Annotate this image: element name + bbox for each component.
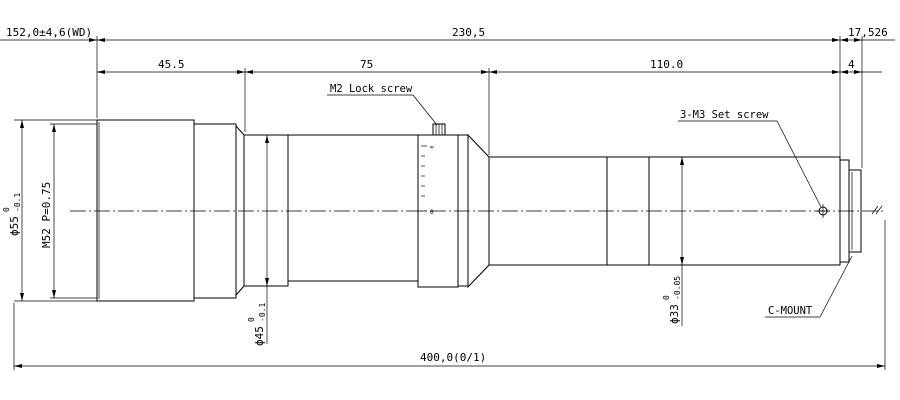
wd-dimension: 152,0±4,6(WD) — [6, 26, 92, 39]
rear-diameter-lower-tol: -0.05 — [673, 276, 682, 300]
mid-diameter-lower-tol: -0.1 — [258, 303, 267, 322]
front-barrel — [96, 119, 195, 302]
bottom-dimension: 400,0(0/1) — [13, 220, 886, 370]
outer-diameter-lower-tol: -0.1 — [13, 193, 22, 212]
rear-diameter-label: ϕ33 — [668, 304, 681, 324]
front-taper — [235, 124, 245, 297]
outer-diameter-label: ϕ55 — [8, 216, 21, 236]
top-dimensions: 152,0±4,6(WD) 230,5 17,526 45.5 75 110.0… — [0, 26, 895, 168]
mid-section-b — [287, 134, 419, 282]
segment-front-dimension: 45.5 — [158, 58, 185, 71]
c-mount-label: C-MOUNT — [768, 305, 813, 317]
focus-ring-rim — [457, 134, 469, 287]
thread-diameter-group: M52 P=0.75 — [40, 123, 97, 299]
flange-back-dimension: 17,526 — [848, 26, 888, 39]
rear-diameter-group: ϕ33 0 -0.05 — [662, 157, 684, 326]
lens-body: ∞ 0 — [96, 119, 862, 302]
segment-mid-dimension: 75 — [360, 58, 373, 71]
segment-rear-dimension: 110.0 — [650, 58, 683, 71]
total-distance-dimension: 400,0(0/1) — [420, 351, 486, 364]
set-screw-callout: 3-M3 Set screw — [678, 109, 822, 208]
mid-diameter-group: ϕ45 0 -0.1 — [247, 135, 269, 346]
scale-mark-zero: 0 — [430, 209, 434, 216]
mid-diameter-upper-tol: 0 — [247, 317, 256, 322]
rear-diameter-upper-tol: 0 — [662, 295, 671, 300]
mid-diameter-label: ϕ45 — [253, 326, 266, 346]
segment-mount-dimension: 4 — [848, 58, 855, 71]
lock-screw-label: M2 Lock screw — [330, 83, 413, 95]
set-screw-label: 3-M3 Set screw — [680, 109, 769, 121]
thread-label: M52 P=0.75 — [40, 182, 53, 248]
outer-diameter-upper-tol: 0 — [2, 207, 11, 212]
diameter-outer-group: ϕ55 0 -0.1 — [2, 119, 97, 302]
lock-screw-callout: M2 Lock screw — [327, 83, 438, 126]
overall-length-dimension: 230,5 — [452, 26, 485, 39]
scale-mark-infinity: ∞ — [430, 144, 434, 151]
mid-section-a — [243, 134, 289, 287]
c-mount-callout: C-MOUNT — [765, 255, 853, 318]
